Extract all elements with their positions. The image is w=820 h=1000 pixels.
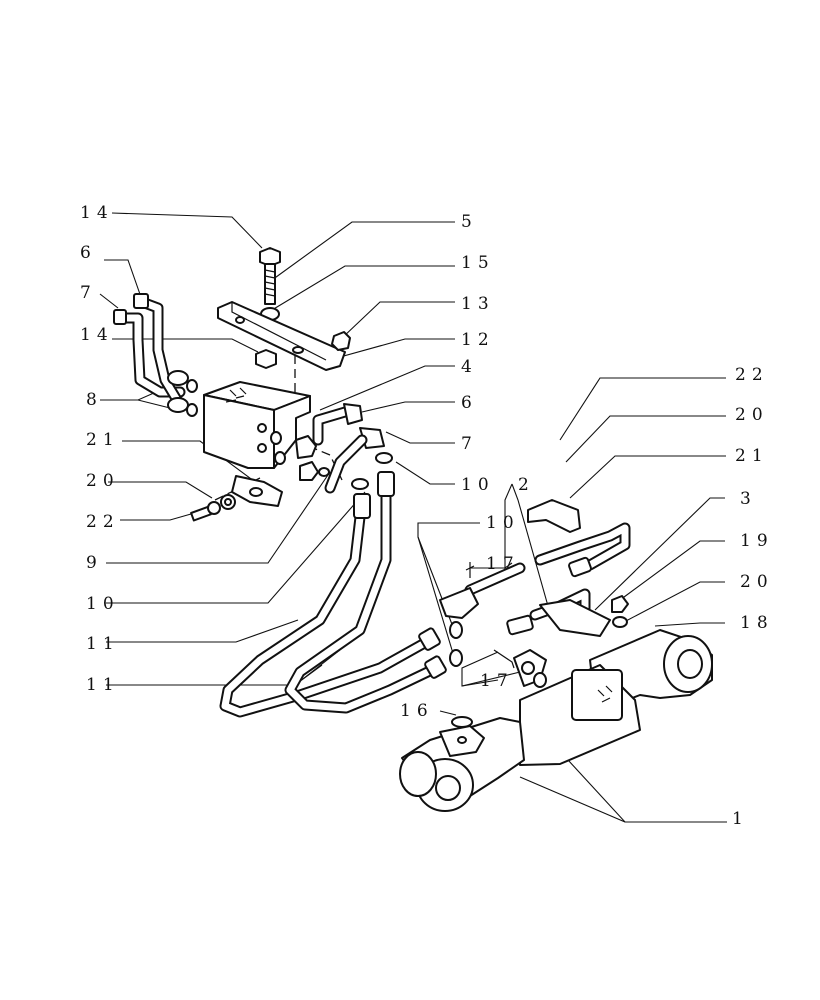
upper-pipes <box>113 293 198 417</box>
callout-20: 20 <box>740 572 774 592</box>
callout-17: 17 <box>480 671 514 691</box>
callout-20: 20 <box>735 405 769 425</box>
callout-11: 11 <box>86 675 120 695</box>
callout-8: 8 <box>86 390 103 410</box>
hoses <box>219 452 447 718</box>
callout-4: 4 <box>461 357 478 377</box>
left-clamp <box>190 475 283 522</box>
callout-20: 20 <box>86 471 120 491</box>
callout-12: 12 <box>461 330 495 350</box>
callout-22: 22 <box>86 512 120 532</box>
callout-17: 17 <box>486 554 520 574</box>
callout-10: 10 <box>461 475 495 495</box>
callout-18: 18 <box>740 613 774 633</box>
callout-2: 2 <box>518 475 535 495</box>
bracket-group <box>217 247 351 371</box>
callout-9: 9 <box>86 553 103 573</box>
right-pipes <box>439 499 631 667</box>
callout-22: 22 <box>735 365 769 385</box>
callout-14: 14 <box>80 203 114 223</box>
callout-labels: 14 5 15 6 7 13 14 12 4 8 6 21 7 22 20 10… <box>80 203 774 829</box>
callout-21: 21 <box>86 430 120 450</box>
callout-5: 5 <box>461 212 478 232</box>
callout-11: 11 <box>86 634 120 654</box>
callout-16: 16 <box>400 701 434 721</box>
callout-10: 10 <box>86 594 120 614</box>
callout-1: 1 <box>732 809 749 829</box>
callout-6: 6 <box>461 393 478 413</box>
callout-19: 19 <box>740 531 774 551</box>
callout-21: 21 <box>735 446 769 466</box>
callout-7: 7 <box>80 283 97 303</box>
callout-14: 14 <box>80 325 114 345</box>
valve-block <box>203 381 385 494</box>
callout-3: 3 <box>740 489 757 509</box>
callout-6: 6 <box>80 243 97 263</box>
callout-10: 10 <box>486 513 520 533</box>
callout-13: 13 <box>461 294 495 314</box>
callout-15: 15 <box>461 253 495 273</box>
callout-7: 7 <box>461 434 478 454</box>
hydraulic-cylinder <box>399 629 713 812</box>
leader-lines <box>99 212 727 823</box>
